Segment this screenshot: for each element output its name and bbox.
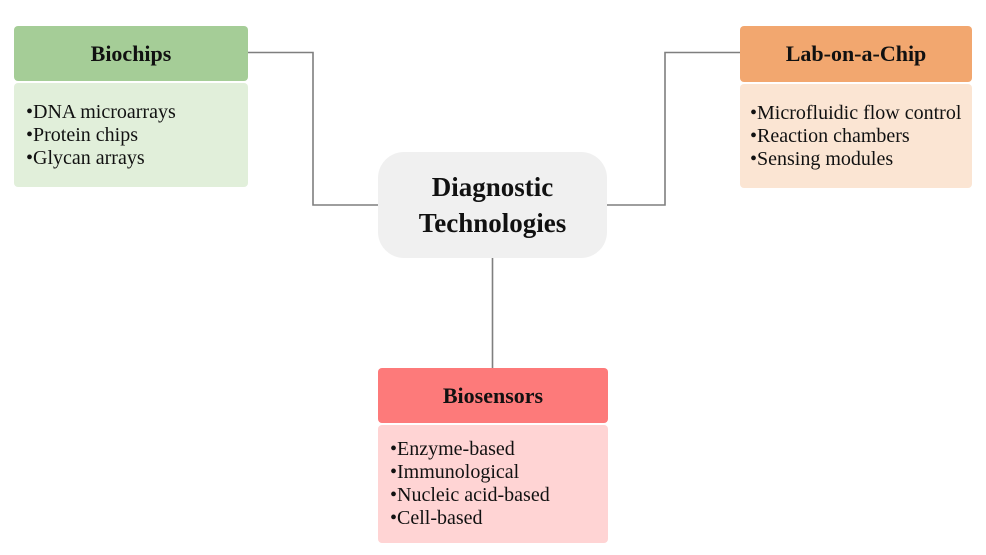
node-biosensors-title: Biosensors [442, 382, 544, 408]
biosensors-item-nucleic-acid-based: •Nucleic acid-based [390, 484, 550, 506]
node-biochips: Biochips •DNA microarrays •Protein chips… [14, 26, 248, 187]
node-lab-on-a-chip-body: •Microfluidic flow control •Reaction cha… [740, 84, 972, 188]
biochips-item-glycan-arrays: •Glycan arrays [26, 146, 145, 169]
lab-item-microfluidic-flow-control: •Microfluidic flow control [750, 101, 962, 124]
center-node-diagnostic-technologies: Diagnostic Technologies [378, 152, 607, 258]
lab-item-sensing-modules: •Sensing modules [750, 147, 894, 170]
biochips-item-dna-microarrays: •DNA microarrays [26, 100, 176, 123]
node-biochips-title: Biochips [90, 40, 172, 66]
lab-item-reaction-chambers: •Reaction chambers [750, 124, 910, 147]
center-node-label: Diagnostic Technologies [418, 172, 567, 238]
biosensors-item-enzyme-based: •Enzyme-based [390, 438, 515, 460]
node-lab-on-a-chip-header: Lab-on-a-Chip [740, 26, 972, 82]
node-lab-on-a-chip: Lab-on-a-Chip •Microfluidic flow control… [740, 26, 972, 188]
connector-center-to-lab-on-a-chip [607, 51, 740, 206]
node-biosensors-header: Biosensors [378, 368, 608, 423]
node-biochips-header: Biochips [14, 26, 248, 81]
node-biosensors-body: •Enzyme-based •Immunological •Nucleic ac… [378, 425, 608, 543]
biochips-item-protein-chips: •Protein chips [26, 123, 138, 146]
node-biochips-body: •DNA microarrays •Protein chips •Glycan … [14, 83, 248, 187]
node-biosensors: Biosensors •Enzyme-based •Immunological … [378, 368, 608, 543]
biosensors-item-immunological: •Immunological [390, 461, 520, 483]
connector-biochips-to-center [248, 51, 378, 206]
node-lab-on-a-chip-title: Lab-on-a-Chip [785, 41, 927, 66]
biosensors-item-cell-based: •Cell-based [390, 507, 483, 529]
